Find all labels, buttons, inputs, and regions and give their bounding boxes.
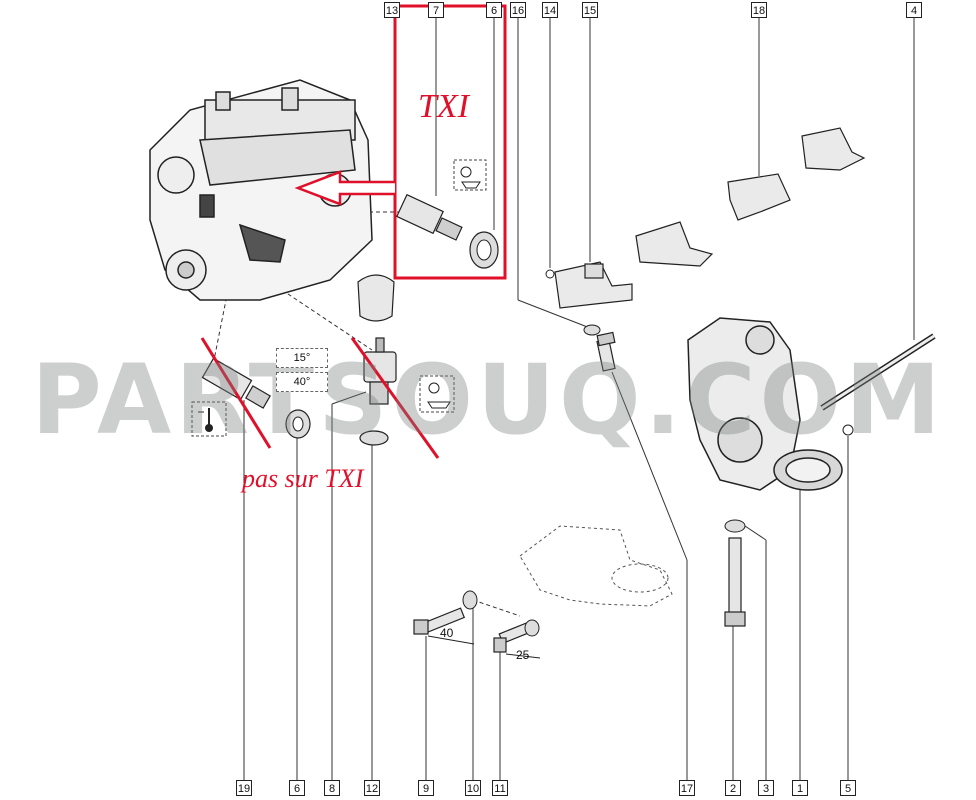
leader-8b <box>331 391 367 405</box>
part-8-temperature-switch <box>363 337 397 405</box>
callout-6-bottom: 6 <box>289 780 305 796</box>
part-15-bracket <box>554 261 633 309</box>
thermometer-icon <box>191 401 227 437</box>
callout-18: 18 <box>751 2 767 18</box>
callout-1: 1 <box>792 780 808 796</box>
callout-12: 12 <box>364 780 380 796</box>
part-4-rod-inner <box>821 334 935 410</box>
callout-2: 2 <box>725 780 741 796</box>
part-16-washer <box>583 324 601 336</box>
callout-17: 17 <box>679 780 695 796</box>
part-5-clip <box>842 424 854 436</box>
part-2-bolt <box>724 537 746 627</box>
callout-7: 7 <box>428 2 444 18</box>
callout-15: 15 <box>582 2 598 18</box>
engine-block-illustration <box>149 79 373 301</box>
oil-strainer-sketch <box>519 525 673 607</box>
callout-9: 9 <box>418 780 434 796</box>
callout-16: 16 <box>510 2 526 18</box>
dim-40-line <box>427 635 475 645</box>
leader-17b <box>611 371 688 561</box>
oil-pressure-icon <box>453 159 487 191</box>
pas-sur-txi-label: pas sur TXI <box>242 464 364 493</box>
part-bracket-top <box>801 127 866 171</box>
part-7-oil-pressure-switch <box>396 193 463 241</box>
txi-arrow <box>294 170 395 206</box>
part-9-bolt <box>413 607 466 635</box>
dim-25-line <box>505 653 541 659</box>
callout-3: 3 <box>758 780 774 796</box>
callout-5: 5 <box>840 780 856 796</box>
part-14-clip <box>545 269 555 279</box>
callout-4: 4 <box>906 2 922 18</box>
callout-19: 19 <box>236 780 252 796</box>
oil-level-icon <box>419 375 455 413</box>
callout-11: 11 <box>492 780 508 796</box>
strike-line-left <box>200 337 272 449</box>
part-6-seal-bottom-inner <box>292 416 304 432</box>
callout-6-top: 6 <box>486 2 502 18</box>
callout-14: 14 <box>542 2 558 18</box>
part-cup-fitting <box>357 274 395 322</box>
dim-label-40: 40 <box>440 626 454 640</box>
part-17-bolt <box>596 331 616 372</box>
torque-upper: 15° <box>276 348 328 368</box>
callout-10: 10 <box>465 780 481 796</box>
callout-8: 8 <box>324 780 340 796</box>
part-bracket-mid <box>635 221 714 267</box>
part-6-seal-top-inner <box>476 239 492 261</box>
part-11-washer <box>524 619 540 637</box>
part-12-washer <box>359 430 389 446</box>
txi-label: TXI <box>418 88 469 125</box>
part-19-sensor <box>201 357 271 409</box>
strike-line-right <box>350 337 440 459</box>
callout-13: 13 <box>384 2 400 18</box>
part-18-bracket <box>727 173 791 221</box>
leader-lines <box>209 18 915 780</box>
part-1-oil-pump <box>687 317 843 491</box>
dim-label-25: 25 <box>516 648 530 662</box>
leader-16b <box>517 299 591 329</box>
part-10-washer <box>462 590 478 610</box>
leader-3b <box>741 523 767 541</box>
torque-lower: 40° <box>276 372 328 392</box>
guide-washer-10 <box>472 599 521 617</box>
txi-highlight-box <box>393 4 507 280</box>
part-3-washer <box>724 519 746 533</box>
